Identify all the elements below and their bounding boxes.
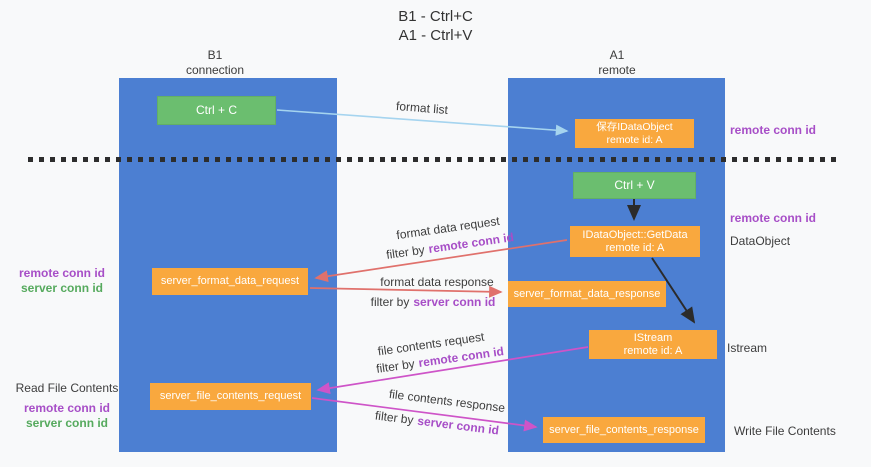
lane-header-b1-title: B1	[207, 48, 223, 62]
filter-by-text: filter by	[370, 295, 410, 309]
diagram-title-line2: A1 - Ctrl+V	[398, 27, 473, 44]
server-conn-id-text: server conn id	[416, 413, 500, 438]
istream-line1: IStream	[633, 331, 673, 344]
server-file-contents-request-label: server_file_contents_request	[159, 390, 302, 402]
lane-header-a1: A1 remote	[547, 48, 687, 78]
server-format-data-response-box: server_format_data_response	[508, 281, 666, 307]
remote-conn-id-annotation-left: remote conn id	[18, 266, 105, 280]
filter-by-text: filter by	[375, 356, 416, 376]
idataobject-getdata-box: IDataObject::GetData remote id: A	[570, 226, 700, 257]
filter-by-text: filter by	[374, 408, 415, 428]
format-data-response-label: format data response	[380, 275, 494, 289]
istream-box: IStream remote id: A	[589, 330, 717, 359]
server-file-contents-request-box: server_file_contents_request	[150, 383, 311, 410]
lane-header-b1-subtitle: connection	[185, 63, 245, 77]
save-dataobject-line2: remote id: A	[606, 133, 663, 146]
left-conn-id-annotation-group: remote conn id server conn id	[12, 266, 112, 296]
lane-header-a1-title: A1	[609, 48, 625, 62]
format-list-label: format list	[395, 98, 449, 118]
read-file-contents-annotation: Read File Contents	[15, 381, 119, 395]
write-file-contents-annotation: Write File Contents	[734, 424, 836, 438]
lane-header-b1: B1 connection	[145, 48, 285, 78]
istream-line2: remote id: A	[623, 344, 683, 357]
read-file-contents-annotation-group: Read File Contents remote conn id server…	[12, 381, 122, 431]
remote-conn-id-annotation-mid: remote conn id	[730, 211, 817, 225]
ctrl-c-label: Ctrl + C	[195, 103, 237, 117]
save-dataobject-line1: 保存IDataObject	[596, 120, 673, 133]
ctrl-v-label: Ctrl + V	[614, 178, 655, 192]
dataobject-annotation: DataObject	[730, 234, 791, 248]
diagram-title: B1 - Ctrl+C A1 - Ctrl+V	[0, 7, 871, 45]
istream-annotation: Istream	[727, 341, 768, 355]
getdata-line2: remote id: A	[605, 241, 665, 254]
remote-conn-id-annotation-bottom: remote conn id	[23, 401, 110, 415]
server-conn-id-text: server conn id	[413, 295, 496, 309]
ctrl-v-box: Ctrl + V	[573, 172, 696, 199]
server-format-data-response-label: server_format_data_response	[513, 287, 661, 300]
remote-conn-id-annotation-top: remote conn id	[730, 123, 817, 137]
filter-by-text: filter by	[385, 242, 426, 262]
diagram-title-line1: B1 - Ctrl+C	[398, 8, 473, 25]
lane-header-a1-subtitle: remote	[598, 63, 636, 77]
server-format-data-request-box: server_format_data_request	[152, 268, 308, 295]
server-file-contents-response-box: server_file_contents_response	[543, 417, 705, 443]
server-file-contents-response-label: server_file_contents_response	[549, 423, 699, 436]
save-dataobject-box: 保存IDataObject remote id: A	[575, 119, 694, 148]
server-conn-id-annotation-bottom: server conn id	[25, 416, 109, 430]
getdata-line1: IDataObject::GetData	[582, 228, 688, 241]
phase-separator-dashed-line	[28, 157, 838, 162]
server-conn-id-annotation-left: server conn id	[20, 281, 104, 295]
ctrl-c-box: Ctrl + C	[157, 96, 276, 125]
server-format-data-request-label: server_format_data_request	[160, 275, 300, 287]
